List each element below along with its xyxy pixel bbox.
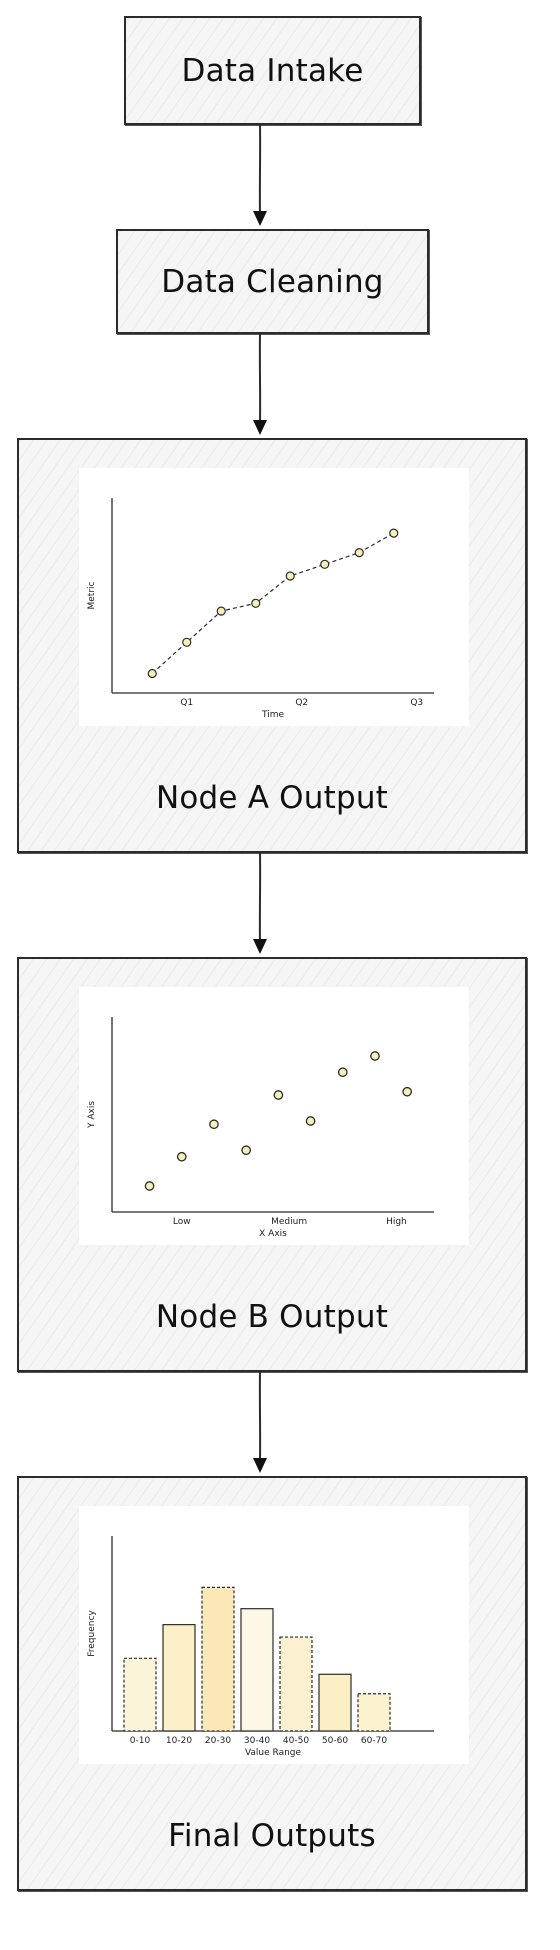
node-a-output-label: Node A Output	[155, 780, 389, 816]
y-axis-label: Y Axis	[87, 1101, 97, 1129]
node-data-cleaning-label: Data Cleaning	[161, 263, 384, 300]
data-point	[209, 1119, 219, 1130]
data-point	[251, 598, 261, 608]
x-tick-label: 40-50	[283, 1736, 309, 1746]
data-point	[182, 637, 192, 647]
data-point	[402, 1086, 413, 1097]
histogram-bar	[279, 1636, 313, 1732]
histogram-bar	[357, 1693, 391, 1732]
x-tick-label: Q2	[295, 698, 308, 708]
histogram-bar	[240, 1608, 274, 1732]
y-axis-label: Frequency	[87, 1610, 97, 1657]
histogram-bar	[162, 1624, 196, 1732]
x-tick-label: 20-30	[205, 1736, 231, 1746]
series-line	[151, 532, 395, 674]
x-axis-label: Time	[261, 710, 284, 720]
x-tick-label: 30-40	[244, 1736, 270, 1746]
x-tick-label: High	[386, 1217, 407, 1227]
final-histogram-chart: Value Range Frequency 0-10 10-20 20-30 30-40 4…	[87, 1536, 434, 1758]
histogram-bar	[123, 1657, 157, 1732]
arrow-node-a-to-node-b	[253, 852, 267, 954]
x-tick-label: 60-70	[361, 1736, 387, 1746]
node-data-intake-label: Data Intake	[181, 52, 364, 89]
x-tick-label: Q3	[410, 698, 423, 708]
data-point	[285, 571, 295, 581]
data-point	[320, 559, 330, 569]
data-point	[216, 606, 226, 616]
data-point	[176, 1151, 187, 1162]
node-b-output-label: Node B Output	[155, 1299, 389, 1335]
data-point	[337, 1067, 348, 1078]
data-point	[354, 547, 364, 558]
x-tick-label: Q1	[180, 698, 193, 708]
data-point	[389, 528, 399, 538]
histogram-bar	[318, 1673, 352, 1732]
histogram-bar	[201, 1586, 235, 1732]
x-tick-label: 10-20	[166, 1736, 192, 1746]
x-axis-label: X Axis	[259, 1229, 287, 1239]
x-tick-label: Medium	[271, 1217, 307, 1227]
node-data-intake[interactable]: Data Intake	[124, 16, 421, 125]
x-tick-label: 0-10	[130, 1736, 151, 1746]
node-data-cleaning[interactable]: Data Cleaning	[116, 229, 429, 334]
data-point	[147, 668, 157, 679]
y-axis-label: Metric	[87, 581, 97, 609]
node-final-outputs[interactable]: Value Range Frequency 0-10 10-20 20-30 30-40 4…	[17, 1476, 527, 1891]
x-axis-label: Value Range	[245, 1748, 302, 1758]
arrow-intake-to-cleaning	[253, 124, 267, 226]
data-point	[273, 1090, 284, 1100]
data-point	[144, 1181, 155, 1191]
data-point	[241, 1145, 252, 1156]
data-point	[370, 1051, 380, 1061]
final-chart-panel: Value Range Frequency 0-10 10-20 20-30 30-40 4…	[79, 1506, 469, 1764]
x-tick-label: Low	[173, 1217, 191, 1227]
final-outputs-label: Final Outputs	[168, 1818, 376, 1854]
data-point	[305, 1116, 316, 1126]
arrow-node-b-to-final	[253, 1371, 267, 1473]
arrow-cleaning-to-node-a	[253, 333, 267, 435]
x-tick-label: 50-60	[322, 1736, 348, 1746]
